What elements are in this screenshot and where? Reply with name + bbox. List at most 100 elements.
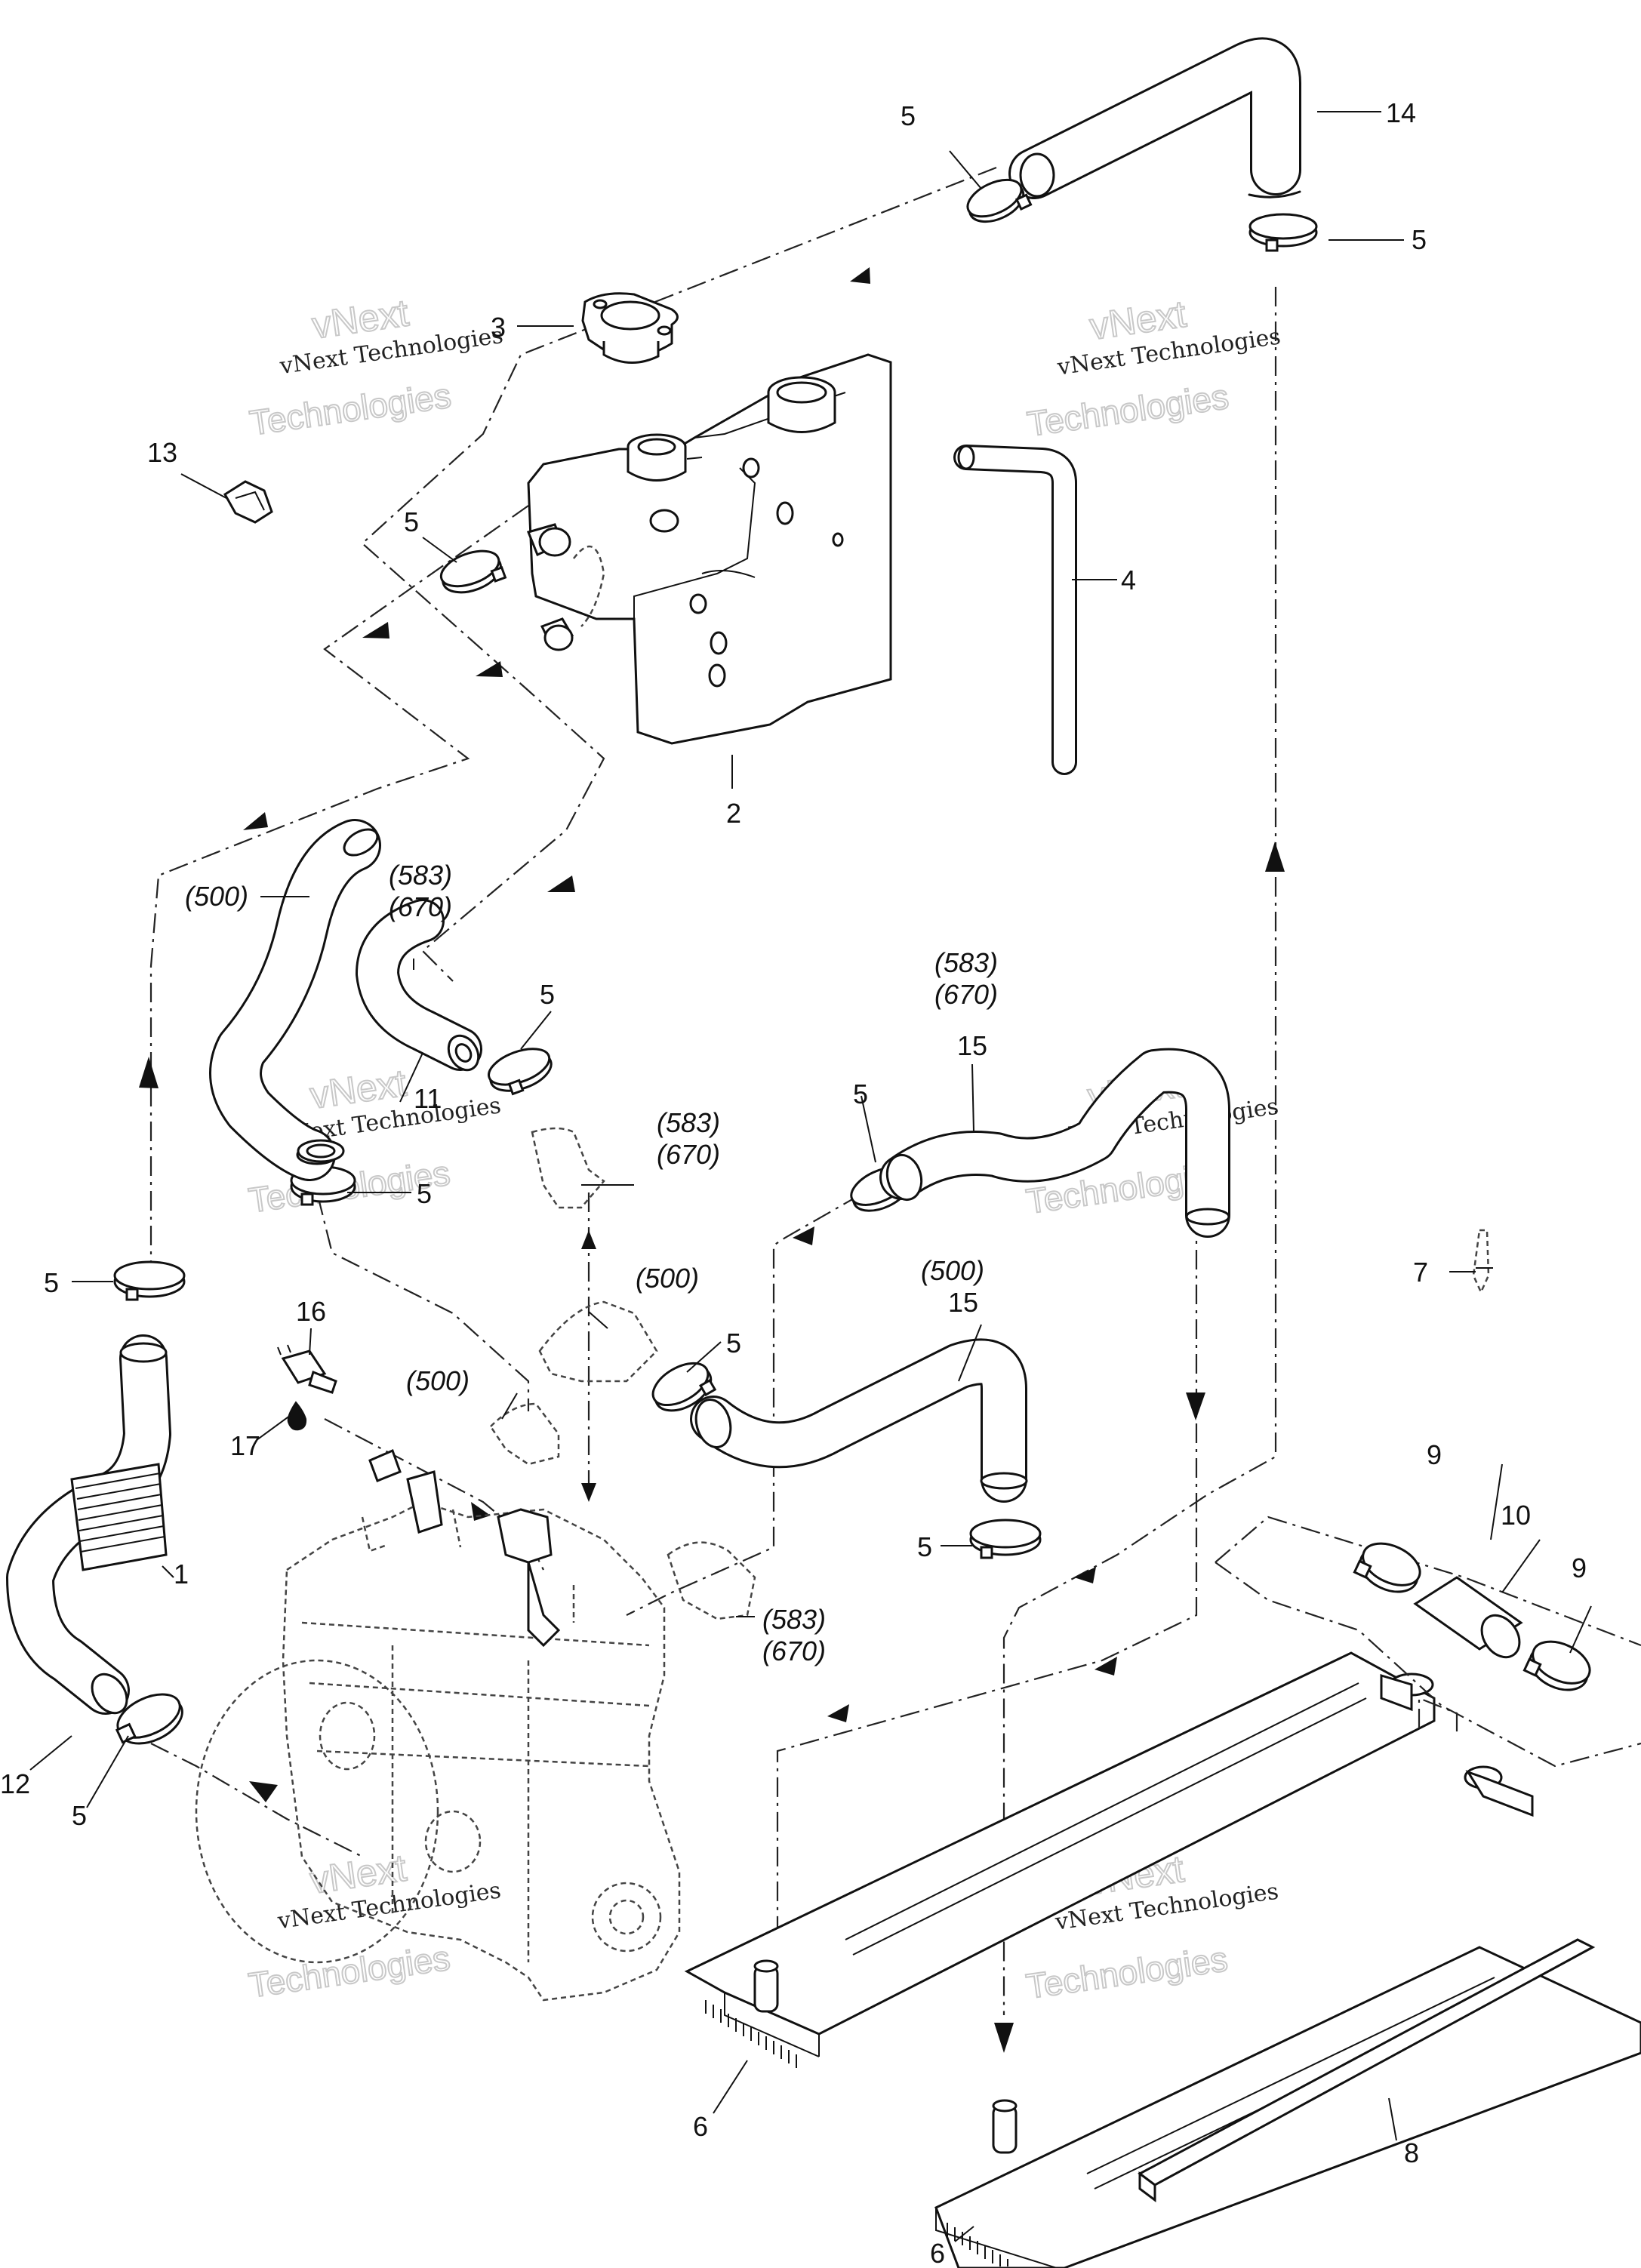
callout-15: 15 (948, 1287, 978, 1318)
callout-6: 6 (693, 2111, 708, 2142)
svg-text:Technologies: Technologies (1025, 377, 1231, 444)
callout-3: 3 (491, 312, 506, 343)
callout-17: 17 (230, 1430, 260, 1461)
hose-clamp (966, 178, 1033, 223)
callout-5: 5 (44, 1267, 59, 1298)
flow-arrow (793, 1226, 814, 1245)
callout-5: 5 (853, 1079, 868, 1109)
coupler-clamp (1522, 1640, 1591, 1691)
model-note-583: (583) (657, 1107, 720, 1138)
watermark-top-right: vNext vNext Technologies Technologies (1024, 292, 1282, 445)
callout-14: 14 (1386, 97, 1416, 128)
callout-10: 10 (1501, 1500, 1531, 1531)
callout-15: 15 (957, 1030, 987, 1061)
flow-arrow (1095, 1657, 1117, 1676)
lower-hose-with-sleeve (6, 1334, 171, 1715)
radiator-coupler-tube (1413, 1576, 1523, 1659)
hose-clamp (488, 1048, 553, 1096)
bolt-clip-part (223, 480, 273, 524)
rivet-part (1472, 1229, 1493, 1295)
coolant-reservoir-tank (526, 353, 892, 745)
o-ring (297, 1139, 345, 1163)
hose-clamp (969, 1519, 1042, 1559)
flow-arrow (1074, 1567, 1096, 1583)
callout-11: 11 (414, 1083, 442, 1114)
model-note-670: (670) (934, 979, 998, 1010)
callout-8: 8 (1404, 2137, 1419, 2168)
model-note-583: (583) (934, 947, 998, 978)
protective-sleeve (70, 1463, 168, 1571)
callout-6: 6 (930, 2238, 945, 2268)
callout-1: 1 (174, 1559, 189, 1589)
flow-arrow (1186, 1392, 1205, 1420)
callout-5: 5 (417, 1178, 432, 1209)
radiator-front (684, 1651, 1436, 2068)
bypass-hose-upper (879, 1048, 1230, 1238)
model-note-583: (583) (389, 860, 452, 891)
model-note-670: (670) (657, 1139, 720, 1170)
callout-7: 7 (1413, 1257, 1428, 1288)
hose-clamp (439, 549, 507, 594)
flow-arrow (547, 876, 575, 892)
callout-5: 5 (1412, 224, 1427, 255)
hose-clamp (651, 1362, 717, 1412)
upper-radiator-hose (1008, 37, 1301, 199)
watermark-bottom-left: vNext vNext Technologies Technologies (245, 1845, 503, 2005)
callout-13: 13 (147, 437, 177, 468)
hose-583-670-elbow (356, 899, 482, 1072)
fitting-ghost-500-mid (538, 1300, 658, 1383)
flow-arrow (476, 661, 503, 677)
svg-text:Technologies: Technologies (1024, 1939, 1230, 2006)
engine-ghost (195, 1500, 681, 2002)
flow-arrow (243, 812, 268, 830)
hose-clamp (1248, 213, 1318, 252)
flow-arrow (249, 1781, 278, 1802)
callout-5: 5 (901, 100, 916, 131)
fitting-ghost-583-670 (531, 1127, 605, 1209)
callout-5: 5 (726, 1328, 741, 1359)
radiator-fins (947, 2223, 1008, 2266)
callout-16: 16 (296, 1296, 326, 1327)
model-note-500: (500) (185, 881, 248, 912)
seal-strip (1138, 1938, 1596, 2202)
callout-9: 9 (1572, 1553, 1587, 1583)
callout-12: 12 (0, 1768, 30, 1799)
fitting-ghost-583-670-low (667, 1541, 756, 1620)
callout-5: 5 (540, 979, 555, 1010)
flow-arrow (994, 2023, 1014, 2053)
model-note-670: (670) (762, 1636, 826, 1666)
overflow-hose (953, 445, 1077, 775)
radiator-fins (705, 2000, 797, 2068)
hose-clamp (115, 1693, 183, 1745)
coupler-clamp (1353, 1542, 1421, 1593)
fitting-ghost-500-low (489, 1402, 560, 1466)
model-note-583: (583) (762, 1604, 826, 1635)
flow-arrow (1265, 842, 1285, 872)
model-note-670: (670) (389, 891, 452, 922)
callout-5: 5 (917, 1531, 932, 1562)
callout-9: 9 (1427, 1439, 1442, 1470)
leader-lines (29, 111, 1592, 2242)
pressure-cap (581, 292, 679, 364)
sealant-drop-icon (287, 1401, 307, 1431)
flow-arrow (850, 267, 870, 284)
callout-4: 4 (1121, 565, 1136, 595)
watermark-top-left: vNext vNext Technologies Technologies (247, 291, 505, 443)
radiator-connector-group (1215, 1516, 1641, 1768)
hose-clamp (113, 1260, 186, 1301)
callout-2: 2 (726, 798, 741, 829)
callout-5: 5 (404, 506, 419, 537)
model-note-500: (500) (636, 1263, 699, 1294)
model-note-500: (500) (921, 1255, 984, 1286)
callout-5: 5 (72, 1800, 87, 1831)
flow-arrow (581, 1230, 596, 1249)
callout-labels: 14 5 5 3 13 5 4 2 (500) (583) (670) 5 (5… (0, 97, 1587, 2268)
svg-text:Technologies: Technologies (246, 1938, 452, 2005)
bypass-hose-lower (690, 1338, 1028, 1503)
flow-arrow (362, 622, 389, 639)
coolant-flow-lines (149, 166, 1277, 2015)
flow-arrow (581, 1483, 596, 1502)
temperature-sensor (277, 1344, 337, 1394)
flow-arrow (139, 1057, 159, 1088)
